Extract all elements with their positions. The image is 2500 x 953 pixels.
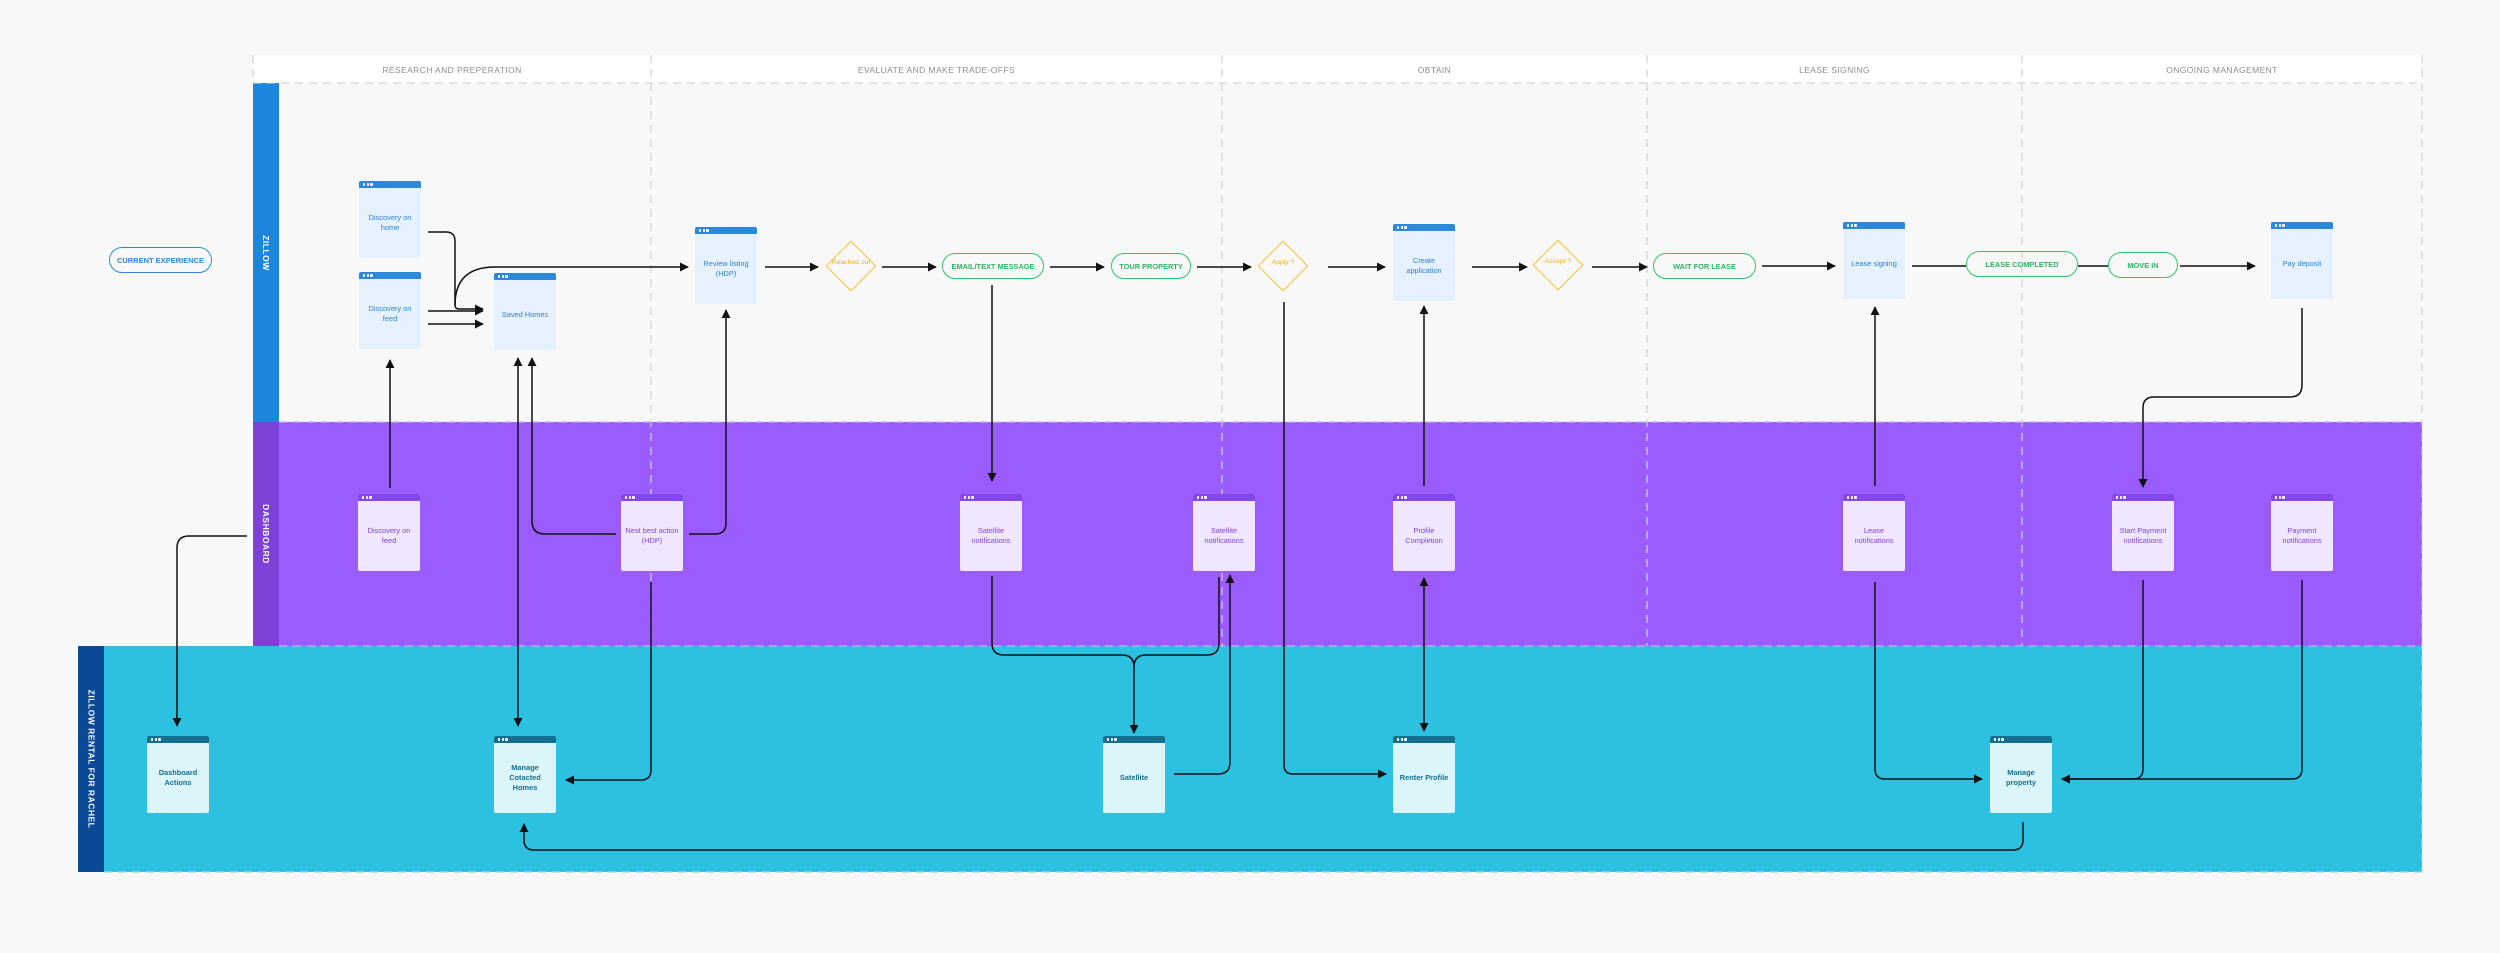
card-lease-notifications[interactable]: Lease notifications [1843, 494, 1905, 571]
card-label: Review listing (HDP) [703, 259, 749, 278]
card-saved-homes[interactable]: Saved Homes [494, 273, 556, 350]
card-titlebar [2271, 222, 2333, 229]
card-label: Manage property [2006, 768, 2036, 787]
decision-label: Reached out [831, 259, 871, 266]
card-review-listing[interactable]: Review listing (HDP) [695, 227, 757, 304]
card-start-payment-notifications[interactable]: Start Payment notifications [2112, 494, 2174, 571]
state-move-in[interactable]: MOVE IN [2108, 252, 2178, 278]
card-label: Discovery on feed [368, 304, 412, 323]
card-titlebar [359, 181, 421, 188]
card-titlebar [1843, 222, 1905, 229]
card-renter-profile[interactable]: Renter Profile [1393, 736, 1455, 813]
card-dash-discovery-feed[interactable]: Discovery on feed [358, 494, 420, 571]
card-label: Next best action (HDP) [625, 526, 679, 545]
state-lease-completed[interactable]: LEASE COMPLETED [1966, 251, 2078, 277]
card-label: Satellite [1119, 773, 1149, 782]
phase-evaluate: EVALUATE AND MAKE TRADE-OFFS [857, 65, 1016, 75]
card-label: Profile Completion [1405, 526, 1443, 545]
card-titlebar [147, 736, 209, 743]
decision-reached-out[interactable]: Reached out [823, 238, 879, 294]
card-discovery-home[interactable]: Discovery on home [359, 181, 421, 258]
state-wait-lease[interactable]: WAIT FOR LEASE [1653, 253, 1756, 279]
card-titlebar [1393, 736, 1455, 743]
card-label: Create application [1406, 256, 1442, 275]
card-satellite[interactable]: Satellite [1103, 736, 1165, 813]
card-titlebar [358, 494, 420, 501]
phase-header-bar [253, 55, 2422, 83]
card-lease-signing[interactable]: Lease signing [1843, 222, 1905, 299]
card-discovery-feed[interactable]: Discovery on feed [359, 272, 421, 349]
lane-zillow [253, 83, 2422, 422]
phase-lease-signing: LEASE SIGNING [1799, 65, 1870, 75]
card-next-best-action[interactable]: Next best action (HDP) [621, 494, 683, 571]
card-label: Discovery on feed [367, 526, 411, 545]
card-label: Payment notifications [2282, 526, 2322, 545]
state-tour-property[interactable]: TOUR PROPERTY [1111, 253, 1191, 279]
card-titlebar [1990, 736, 2052, 743]
card-titlebar [1393, 494, 1455, 501]
decision-apply[interactable]: Apply ? [1255, 238, 1311, 294]
card-titlebar [1843, 494, 1905, 501]
card-dashboard-actions[interactable]: Dashboard Actions [147, 736, 209, 813]
decision-label: Accept ? [1544, 258, 1572, 265]
card-titlebar [494, 736, 556, 743]
card-create-application[interactable]: Create application [1393, 224, 1455, 301]
lane-label-rental: ZILLOW RENTAL FOR RACHEL [78, 646, 104, 872]
card-label: Renter Profile [1399, 773, 1449, 782]
card-label: Discovery on home [368, 213, 412, 232]
card-titlebar [621, 494, 683, 501]
current-experience-pill[interactable]: CURRENT EXPERIENCE [109, 247, 212, 273]
card-label: Dashboard Actions [158, 768, 198, 787]
card-label: Manage Cotacted Homes [509, 763, 541, 792]
card-label: Lease signing [1851, 259, 1897, 268]
card-titlebar [960, 494, 1022, 501]
card-titlebar [494, 273, 556, 280]
phase-obtain: OBTAIN [1417, 65, 1452, 75]
card-titlebar [1193, 494, 1255, 501]
card-manage-property[interactable]: Manage property [1990, 736, 2052, 813]
phase-ongoing: ONGOING MANAGEMENT [2166, 65, 2278, 75]
card-label: Start Payment notifications [2119, 526, 2167, 545]
card-satellite-notifications-2[interactable]: Satellite notifications [1193, 494, 1255, 571]
decision-label: Apply ? [1271, 259, 1295, 266]
card-profile-completion[interactable]: Profile Completion [1393, 494, 1455, 571]
lane-label-dashboard: DASHBOARD [253, 422, 279, 646]
state-email-text[interactable]: EMAIL/TEXT MESSAGE [942, 253, 1044, 279]
card-manage-contacted-homes[interactable]: Manage Cotacted Homes [494, 736, 556, 813]
card-titlebar [359, 272, 421, 279]
card-label: Lease notifications [1854, 526, 1894, 545]
card-titlebar [2112, 494, 2174, 501]
card-label: Saved Homes [501, 310, 549, 319]
card-label: Satellite notifications [971, 526, 1011, 545]
card-pay-deposit[interactable]: Pay deposit [2271, 222, 2333, 299]
card-titlebar [1393, 224, 1455, 231]
lane-label-zillow: ZILLOW [253, 83, 279, 422]
card-payment-notifications[interactable]: Payment notifications [2271, 494, 2333, 571]
card-titlebar [695, 227, 757, 234]
card-titlebar [1103, 736, 1165, 743]
card-titlebar [2271, 494, 2333, 501]
card-label: Satellite notifications [1204, 526, 1244, 545]
card-label: Pay deposit [2282, 259, 2322, 268]
decision-accept[interactable]: Accept ? [1530, 237, 1586, 293]
phase-research: RESEARCH AND PREPERATION [382, 65, 522, 75]
card-satellite-notifications-1[interactable]: Satellite notifications [960, 494, 1022, 571]
